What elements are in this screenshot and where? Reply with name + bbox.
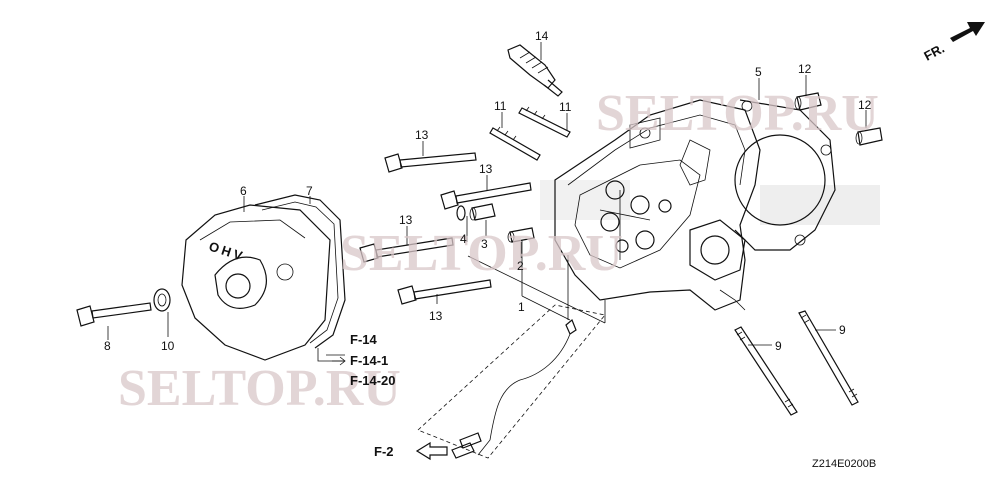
flange-bolt-a — [384, 152, 477, 173]
sealing-washer — [153, 288, 171, 312]
callout-3: 3 — [481, 237, 488, 251]
flange-bolt-c — [359, 237, 454, 263]
reference-f14-1: F-14-1 — [350, 353, 388, 368]
collar — [469, 203, 496, 221]
wire-harness — [417, 304, 606, 459]
callout-9-right: 9 — [839, 323, 846, 337]
head-cover — [181, 204, 331, 361]
cover-marking: OHV — [207, 239, 247, 265]
front-direction-arrow-icon — [950, 22, 985, 42]
flange-bolt-d — [397, 279, 492, 305]
callout-2: 2 — [517, 259, 524, 273]
callout-13-c: 13 — [399, 213, 413, 227]
watermark-middle: SELTOP.RU — [340, 225, 623, 282]
watermark-top: SELTOP.RU — [596, 85, 879, 142]
long-stud-right — [798, 310, 859, 406]
diagram-code: Z214E0200B — [812, 458, 876, 470]
callout-12-upper: 12 — [798, 62, 812, 76]
callout-11-right: 11 — [559, 100, 572, 114]
cover-bolt — [76, 302, 152, 327]
callout-9-left: 9 — [775, 339, 782, 353]
callout-8: 8 — [104, 339, 111, 353]
dowel-pin-lower — [855, 127, 883, 146]
flange-bolt-b — [440, 182, 532, 210]
callout-13-b: 13 — [479, 162, 493, 176]
cylinder-head — [554, 99, 761, 311]
callout-11-left: 11 — [494, 99, 507, 113]
front-direction-label: FR. — [921, 41, 947, 64]
long-stud-left — [734, 326, 798, 416]
callout-6: 6 — [240, 184, 247, 198]
callout-10: 10 — [161, 339, 175, 353]
head-gasket — [734, 99, 836, 251]
reference-f2: F-2 — [374, 444, 394, 459]
f2-arrow-icon — [415, 441, 448, 461]
reference-f14-20: F-14-20 — [350, 373, 396, 388]
callout-13-d: 13 — [429, 309, 443, 323]
reference-f14: F-14 — [350, 332, 378, 347]
cover-gasket — [254, 194, 346, 349]
watermark-bottom: SELTOP.RU — [118, 360, 401, 417]
callout-4: 4 — [460, 232, 467, 246]
leader-lines — [107, 42, 867, 362]
callout-14: 14 — [535, 29, 549, 43]
dowel-pin-small — [507, 227, 535, 243]
callout-1: 1 — [518, 300, 525, 314]
dowel-pin-upper — [794, 92, 822, 111]
stud-bolt-short — [489, 126, 541, 161]
washer — [456, 205, 466, 221]
spark-plug — [507, 44, 563, 97]
callout-12-lower: 12 — [858, 98, 872, 112]
stud-bolt-long — [518, 106, 571, 138]
reference-arrow-icon — [332, 356, 346, 366]
callout-7: 7 — [306, 184, 313, 198]
callout-13-a: 13 — [415, 128, 429, 142]
callout-5: 5 — [755, 65, 762, 79]
